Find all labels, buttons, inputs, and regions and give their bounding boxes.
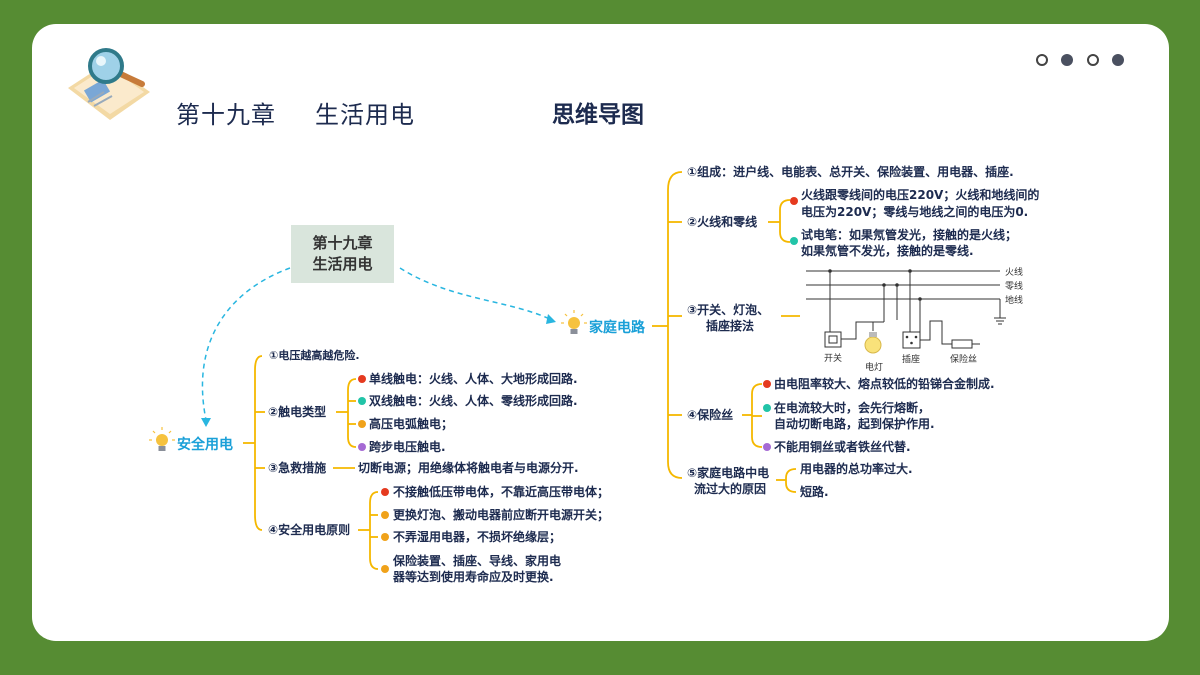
bullet-1-icon (790, 197, 798, 205)
bullet-2-icon (381, 511, 389, 519)
wire-label-earth: 地线 (1005, 296, 1024, 306)
tester-line-1: 试电笔：如果氖管发光，接触的是火线； (801, 228, 1018, 242)
bullet-2-icon (790, 237, 798, 245)
shock-type-4: 跨步电压触电. (369, 440, 446, 454)
wire-label-live: 火线 (1005, 268, 1024, 278)
central-line-2: 生活用电 (312, 255, 373, 273)
shock-type-1: 单线触电：火线、人体、大地形成回路. (369, 372, 578, 386)
central-node: 第十九章 生活用电 (291, 225, 394, 283)
shock-type-3: 高压电弧触电； (369, 417, 454, 431)
part-label-fuse: 保险丝 (950, 355, 978, 365)
mindmap-title: 思维导图 (552, 102, 644, 128)
pager-dot-3[interactable] (1087, 54, 1099, 66)
wire-label-neutral: 零线 (1005, 282, 1024, 292)
pager-dot-4[interactable] (1112, 54, 1124, 66)
voltage-line-2: 电压为220V；零线与地线之间的电压为0. (801, 205, 1029, 219)
part-label-lamp: 电灯 (865, 363, 884, 373)
pager-dot-1[interactable] (1036, 54, 1048, 66)
principle-2: 更换灯泡、搬动电器前应断开电源开关； (393, 508, 610, 522)
fuse-fact-2a: 在电流较大时，会先行熔断， (774, 401, 931, 415)
fuse-fact-3: 不能用铜丝或者铁丝代替. (774, 440, 911, 454)
bullet-1-icon (358, 375, 366, 383)
bullet-2-icon (763, 404, 771, 412)
home-item-3a: ③开关、灯泡、 (687, 303, 770, 317)
bullet-3-icon (358, 420, 366, 428)
part-label-switch: 开关 (824, 354, 843, 364)
chapter-number: 第十九章 (176, 101, 276, 129)
bullet-3-icon (763, 443, 771, 451)
voltage-line-1: 火线跟零线间的电压220V；火线和地线间的 (801, 188, 1040, 202)
bullet-3-icon (381, 533, 389, 541)
chapter-subject: 生活用电 (315, 101, 415, 129)
branch-safety: 安全用电 (177, 437, 233, 453)
principle-1: 不接触低压带电体，不靠近高压带电体； (393, 485, 610, 499)
principle-3: 不弄湿用电器，不损坏绝缘层； (393, 530, 562, 544)
principle-4a: 保险装置、插座、导线、家用电 (393, 554, 562, 568)
safety-item-1: ①电压越高越危险. (269, 349, 360, 362)
tester-line-2: 如果氖管不发光，接触的是零线. (801, 244, 974, 258)
safety-item-4: ④安全用电原则 (268, 523, 351, 537)
home-item-5b: 流过大的原因 (694, 482, 767, 496)
central-line-1: 第十九章 (312, 234, 373, 252)
bullet-4-icon (358, 443, 366, 451)
home-item-1: ①组成：进户线、电能表、总开关、保险装置、用电器、插座. (687, 165, 1014, 179)
shock-type-2: 双线触电：火线、人体、零线形成回路. (369, 394, 578, 408)
home-item-4: ④保险丝 (687, 408, 734, 422)
pager-dot-2[interactable] (1061, 54, 1073, 66)
overload-cause-2: 短路. (800, 485, 829, 499)
first-aid-text: 切断电源；用绝缘体将触电者与电源分开. (358, 461, 579, 475)
principle-4b: 器等达到使用寿命应及时更换. (393, 570, 554, 584)
fuse-fact-1: 由电阻率较大、熔点较低的铅锑合金制成. (774, 377, 995, 391)
bullet-1-icon (763, 380, 771, 388)
bullet-2-icon (358, 397, 366, 405)
bullet-4-icon (381, 565, 389, 573)
home-item-3b: 插座接法 (706, 319, 755, 333)
fuse-fact-2b: 自动切断电路，起到保护作用. (774, 417, 935, 431)
overload-cause-1: 用电器的总功率过大. (800, 462, 913, 476)
safety-item-3: ③急救措施 (268, 461, 327, 475)
safety-item-2: ②触电类型 (268, 405, 327, 419)
home-item-5a: ⑤家庭电路中电 (687, 466, 770, 480)
home-item-2: ②火线和零线 (687, 215, 758, 229)
part-label-socket: 插座 (902, 355, 921, 365)
bullet-1-icon (381, 488, 389, 496)
branch-home: 家庭电路 (589, 320, 645, 336)
